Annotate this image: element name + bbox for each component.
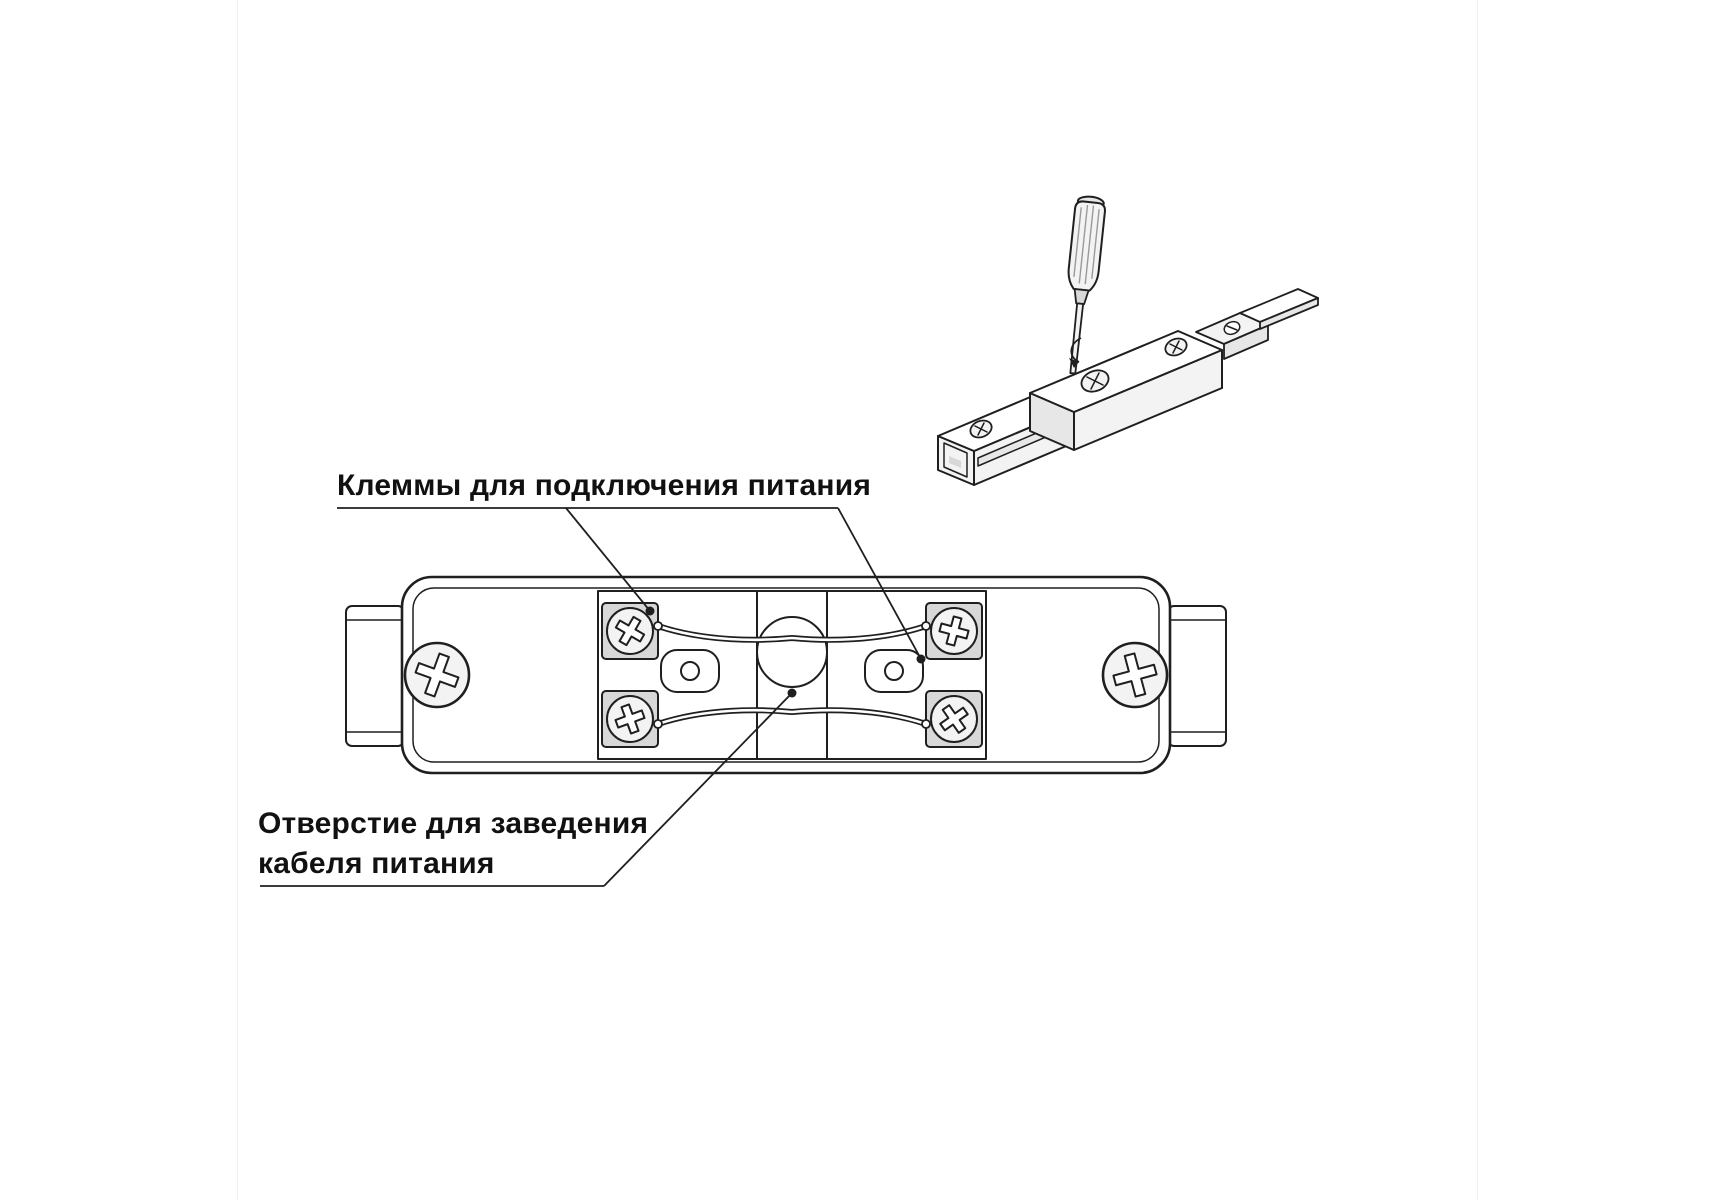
assembly-illustration bbox=[937, 195, 1319, 486]
cable-entry-hole bbox=[756, 616, 828, 688]
label-cable-hole: Отверстие для заведения кабеля питания bbox=[258, 804, 648, 884]
terminals-leader-dot-right bbox=[916, 654, 926, 664]
connector-iso-screw-2 bbox=[1164, 337, 1188, 357]
terminals-leader-dot-left bbox=[645, 606, 655, 616]
rotation-arrow-icon bbox=[1069, 337, 1082, 368]
screwdriver bbox=[1067, 195, 1106, 375]
terminals-leader-right bbox=[837, 507, 922, 660]
screwdriver-handle bbox=[1067, 200, 1106, 292]
cable-hole-leader bbox=[603, 692, 793, 887]
right-track-tab bbox=[1167, 605, 1227, 747]
label-terminals: Клеммы для подключения питания bbox=[337, 469, 872, 502]
photo-edge-left bbox=[237, 0, 238, 1200]
annotation-terminals bbox=[337, 507, 926, 664]
track-screw bbox=[969, 419, 993, 439]
screwdriver-ferrule bbox=[1073, 288, 1090, 306]
connector-iso-screw-1 bbox=[1080, 369, 1110, 393]
terminals-leader-left bbox=[565, 507, 651, 612]
terminal-screw-top-right bbox=[930, 607, 978, 655]
connector-iso bbox=[1029, 288, 1319, 451]
fixing-screw-left bbox=[403, 641, 471, 709]
track-channel-slot bbox=[949, 456, 961, 468]
label-cable-hole-line2: кабеля питания bbox=[258, 847, 495, 880]
track-channel-profile bbox=[943, 442, 968, 478]
power-wire-bottom bbox=[653, 707, 931, 729]
photo-edge-right bbox=[1477, 0, 1478, 1200]
fixing-screw-right bbox=[1101, 641, 1169, 709]
annotation-cable-hole bbox=[260, 688, 797, 887]
left-track-tab bbox=[345, 605, 405, 747]
cable-hole-leader-dot bbox=[787, 688, 797, 698]
terminal-screw-bottom-left bbox=[606, 695, 654, 743]
label-cable-hole-line1: Отверстие для заведения bbox=[258, 807, 649, 840]
screwdriver-shaft bbox=[1069, 302, 1085, 375]
screwdriver-handle-ribs bbox=[1073, 204, 1100, 285]
connector-top-view bbox=[345, 575, 1227, 775]
connector-iso-flange bbox=[1239, 288, 1319, 330]
terminal-screw-bottom-right bbox=[930, 695, 978, 743]
connector-iso-end-block bbox=[1195, 312, 1269, 360]
terminal-screw-top-left bbox=[606, 607, 654, 655]
mounting-slot-left bbox=[660, 649, 720, 693]
mounting-slot-right bbox=[864, 649, 924, 693]
power-wire-top bbox=[653, 621, 931, 643]
